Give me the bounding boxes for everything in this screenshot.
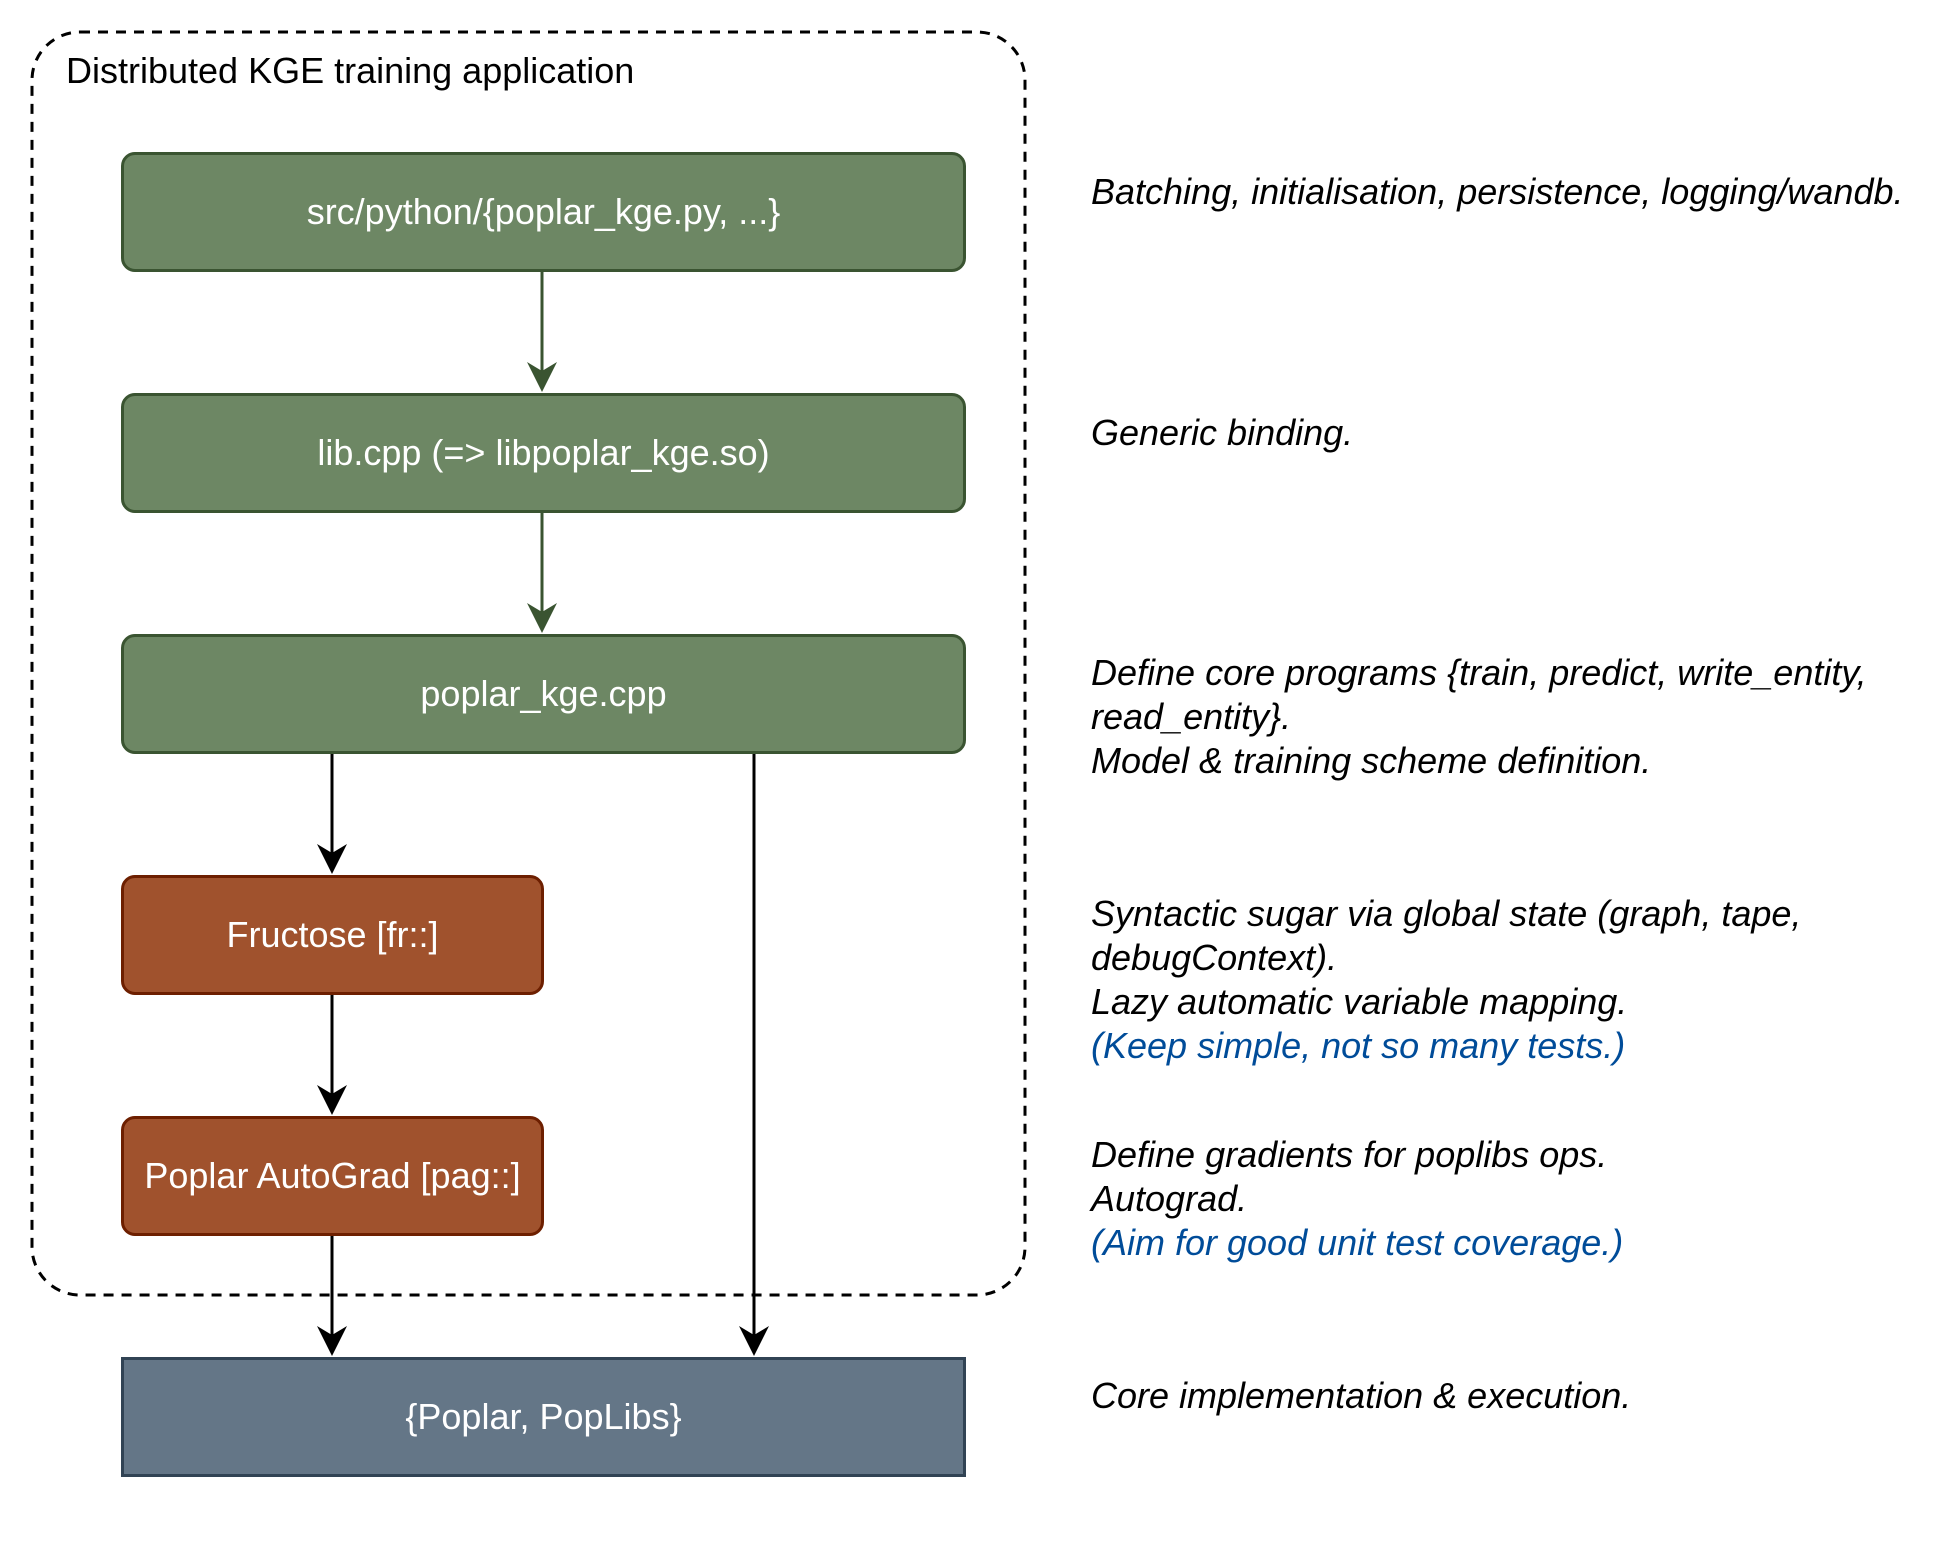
note-lib-line: Generic binding. [1091,412,1354,453]
lib-cpp-box: lib.cpp (=> libpoplar_kge.so) [121,393,966,513]
note-poplar-kge-line-1: Define core programs {train, predict, wr… [1091,652,1867,693]
note-autograd-line-2: Autograd. [1091,1178,1248,1219]
note-python-line: Batching, initialisation, persistence, l… [1091,171,1904,212]
note-poplar: Core implementation & execution. [1091,1374,1631,1418]
note-fructose-line-3: Lazy automatic variable mapping. [1091,981,1628,1022]
note-fructose-line-1: Syntactic sugar via global state (graph,… [1091,893,1802,934]
group-label: Distributed KGE training application [66,50,635,91]
note-poplar-kge: Define core programs {train, predict, wr… [1091,651,1867,783]
note-poplar-kge-line-2: read_entity}. [1091,696,1292,737]
fructose-box: Fructose [fr::] [121,875,544,995]
note-python: Batching, initialisation, persistence, l… [1091,170,1904,214]
note-autograd-aside: (Aim for good unit test coverage.) [1091,1222,1624,1263]
poplar-kge-cpp-box: poplar_kge.cpp [121,634,966,754]
group-container [30,30,1027,1297]
poplar-autograd-box: Poplar AutoGrad [pag::] [121,1116,544,1236]
python-source-box: src/python/{poplar_kge.py, ...} [121,152,966,272]
poplar-poplibs-box: {Poplar, PopLibs} [121,1357,966,1477]
note-poplar-line: Core implementation & execution. [1091,1375,1632,1416]
note-fructose-aside: (Keep simple, not so many tests.) [1091,1025,1626,1066]
note-autograd: Define gradients for poplibs ops. Autogr… [1091,1133,1623,1265]
note-fructose: Syntactic sugar via global state (graph,… [1091,892,1801,1068]
note-lib: Generic binding. [1091,411,1353,455]
note-fructose-line-2: debugContext). [1091,937,1338,978]
note-autograd-line-1: Define gradients for poplibs ops. [1091,1134,1608,1175]
note-poplar-kge-line-3: Model & training scheme definition. [1091,740,1652,781]
